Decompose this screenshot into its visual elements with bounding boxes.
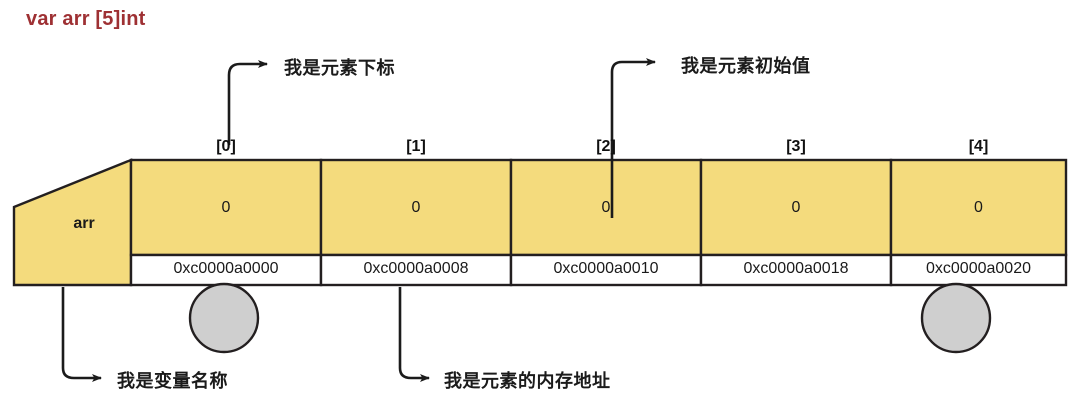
handle-dot-right[interactable]	[920, 282, 992, 354]
array-index-0: [0]	[216, 138, 236, 155]
varname-callout-label: 我是变量名称	[117, 371, 228, 391]
array-cell-2[interactable]	[509, 158, 703, 257]
array-value-3: 0	[791, 199, 801, 216]
array-address-0: 0xc0000a0000	[173, 260, 279, 277]
array-cell-0[interactable]	[129, 158, 323, 257]
array-address-row	[129, 253, 1068, 287]
value-callout-label: 我是元素初始值	[681, 56, 811, 76]
array-address-4: 0xc0000a0020	[926, 260, 1031, 277]
handle-dot-left[interactable]	[188, 282, 260, 354]
value-callout-arrow	[610, 58, 656, 218]
variable-banner-label: arr	[73, 215, 95, 232]
index-callout-label: 我是元素下标	[284, 58, 395, 78]
address-callout-label: 我是元素的内存地址	[444, 371, 611, 391]
address-cell-4[interactable]	[889, 253, 1068, 287]
page-title: var arr [5]int	[26, 8, 146, 30]
array-value-2: 0	[601, 199, 611, 216]
array-address-1: 0xc0000a0008	[363, 260, 469, 277]
array-value-4: 0	[974, 199, 983, 216]
array-value-0: 0	[221, 199, 231, 216]
array-cell-3[interactable]	[699, 158, 893, 257]
array-index-2: [2]	[596, 138, 616, 155]
address-callout-arrow	[398, 287, 430, 382]
array-address-2: 0xc0000a0010	[553, 260, 659, 277]
array-index-1: [1]	[406, 138, 426, 155]
array-address-3: 0xc0000a0018	[743, 260, 849, 277]
array-value-1: 0	[411, 199, 421, 216]
array-cell-4[interactable]	[889, 158, 1068, 257]
varname-callout-arrow	[61, 287, 102, 382]
index-callout-arrow	[227, 60, 268, 145]
array-index-4: [4]	[968, 138, 989, 155]
array-index-3: [3]	[786, 138, 806, 155]
address-cell-0[interactable]	[129, 253, 323, 287]
